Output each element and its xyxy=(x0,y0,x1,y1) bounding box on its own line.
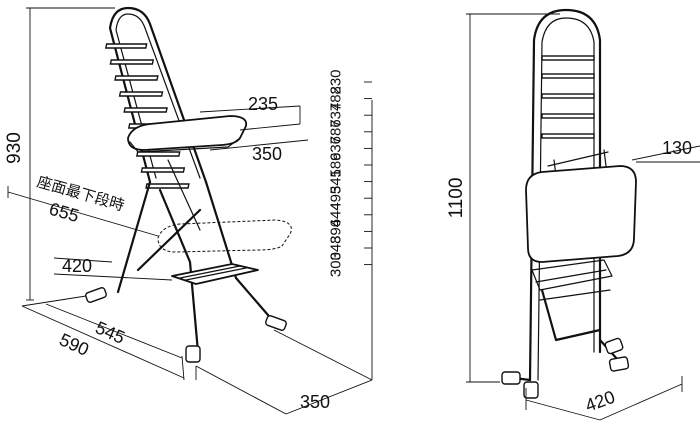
inner-brace xyxy=(167,159,201,231)
scale-label: 396 xyxy=(328,219,345,244)
scale-label: 782 xyxy=(328,86,345,111)
rear-leg-left xyxy=(158,188,200,354)
seat-lowest-value: 655 xyxy=(47,199,81,227)
scale-label: 734 xyxy=(328,103,345,128)
seat-edge xyxy=(129,137,241,153)
scale-label: 493 xyxy=(328,186,345,211)
overall-height-label: 930 xyxy=(4,132,25,164)
folded-frame-inner xyxy=(537,17,595,381)
depth-inner-label: 545 xyxy=(92,317,128,347)
backrest-frame-inner xyxy=(115,13,201,179)
folded-depth-label: 130 xyxy=(662,138,692,158)
folded-frame xyxy=(528,8,602,382)
right-dimensions: 1100 130 420 xyxy=(446,13,700,421)
seat xyxy=(127,115,248,151)
folded-seat xyxy=(525,165,637,263)
scale-label: 348 xyxy=(328,235,345,260)
foot-cap xyxy=(85,287,107,303)
scale-label: 444 xyxy=(328,202,345,227)
seat-width-label: 350 xyxy=(252,144,282,164)
foot-cap xyxy=(604,337,624,355)
backrest-frame xyxy=(108,6,208,184)
folded-slats xyxy=(541,55,595,139)
foot-cap xyxy=(523,381,539,399)
folded-width-label: 420 xyxy=(583,387,618,416)
folded-footrest-bars xyxy=(535,269,611,301)
scale-label: 300 xyxy=(328,252,345,277)
folded-chair xyxy=(501,8,637,399)
folded-leg-brace xyxy=(540,288,602,342)
seat-lowest-ghost xyxy=(157,219,292,253)
foot-cap xyxy=(501,371,521,385)
base-width-label: 350 xyxy=(300,392,330,412)
foot-cap xyxy=(608,356,630,372)
open-chair xyxy=(85,6,292,363)
depth-outer-label: 590 xyxy=(56,329,92,359)
folded-height-label: 1100 xyxy=(446,178,467,219)
scale-label: 589 xyxy=(328,152,345,177)
front-leg-left xyxy=(116,180,152,294)
backrest-slats xyxy=(104,43,190,189)
folded-footrest xyxy=(531,259,613,291)
scale-label: 637 xyxy=(328,136,345,161)
foot-cap xyxy=(185,345,201,363)
footrest-label: 420 xyxy=(62,256,92,276)
footrest-grip xyxy=(179,265,247,281)
foot-cap xyxy=(265,315,287,331)
scale-label: 830 xyxy=(328,69,345,94)
scale-label: 541 xyxy=(328,169,345,194)
scale-label: 686 xyxy=(328,119,345,144)
rear-leg-right xyxy=(204,180,276,324)
seat-depth-label: 235 xyxy=(248,94,278,114)
cross-brace xyxy=(136,208,202,272)
